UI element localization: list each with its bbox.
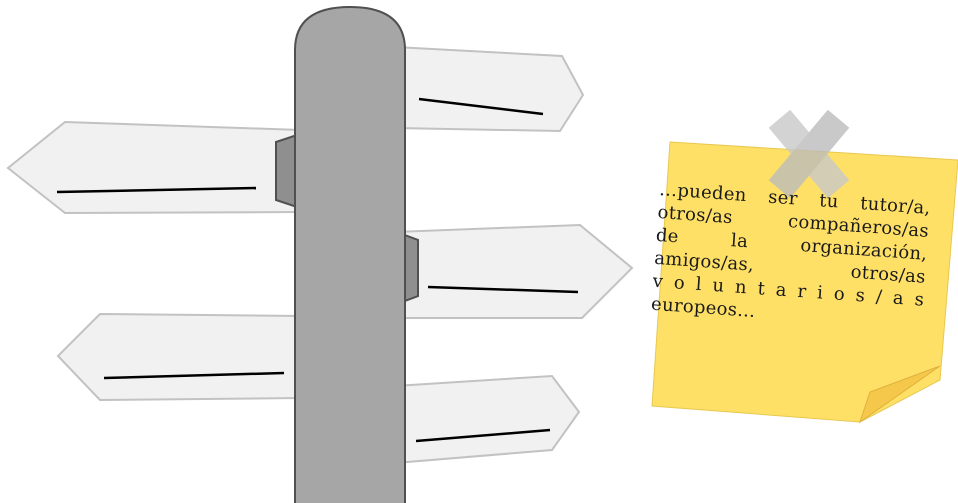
signpost-arm-right-lower	[395, 376, 579, 463]
sticky-note-text: …pueden ser tu tutor/a, otros/as compañe…	[645, 178, 950, 418]
signpost-arm-left-lower	[58, 314, 300, 400]
signpost-arm-left-upper	[8, 122, 300, 213]
signpost-arm-right-upper	[395, 47, 583, 131]
signpost-arm-right-middle	[395, 225, 632, 318]
signpost-pole	[295, 7, 405, 503]
